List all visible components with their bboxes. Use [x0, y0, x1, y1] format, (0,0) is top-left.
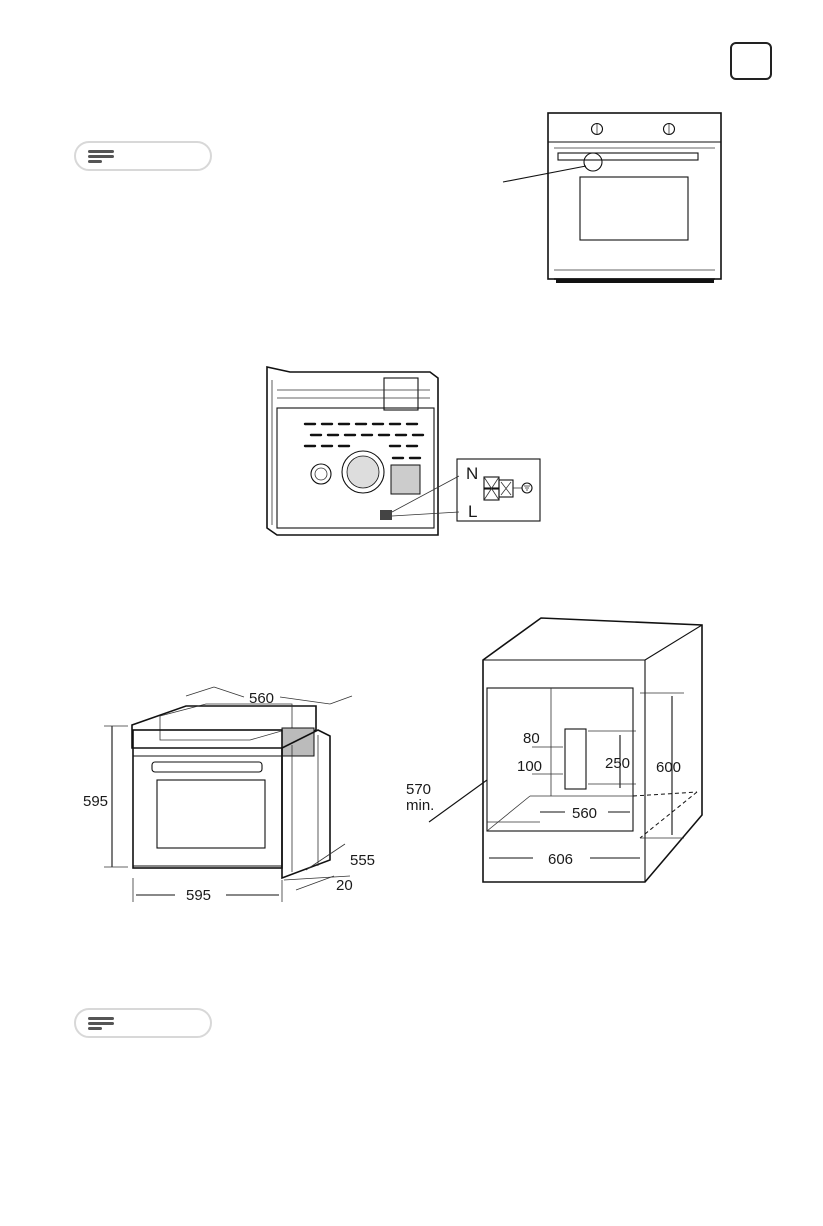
dim-niche-height: 600: [656, 759, 681, 776]
live-label: L: [468, 502, 477, 521]
dim-niche-width: 560: [572, 805, 597, 822]
dim-opening-width: 80: [523, 730, 540, 747]
neutral-label: N: [466, 464, 478, 483]
dim-opening-height: 250: [605, 755, 630, 772]
dim-oven-width: 595: [186, 887, 211, 904]
leader-line: [503, 166, 586, 182]
dim-outer-width: 606: [548, 851, 573, 868]
dim-min-label: min.: [406, 797, 434, 814]
oven-rear-view: N L: [267, 367, 540, 535]
dim-oven-depth-top: 560: [249, 690, 274, 707]
cabinet-dimension-drawing: 80 100 250 600 570 min. 560 606: [406, 618, 702, 882]
dim-oven-front-offset: 20: [336, 877, 353, 894]
vent-slots: [305, 424, 423, 458]
dim-min-depth: 570: [406, 781, 431, 798]
oven-dimension-drawing: 560 595 595 555 20: [83, 687, 375, 904]
rating-plate-marker: [584, 153, 602, 171]
dim-opening-offset: 100: [517, 758, 542, 775]
dim-oven-side-depth: 555: [350, 852, 375, 869]
oven-front-view: [503, 113, 721, 283]
dim-oven-height: 595: [83, 793, 108, 810]
